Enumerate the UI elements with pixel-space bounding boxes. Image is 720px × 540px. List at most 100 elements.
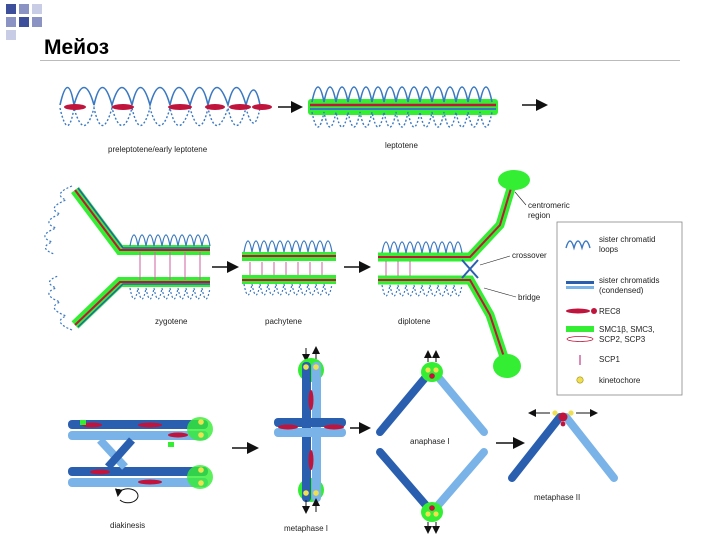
legend-swatch-kinetochore [577,377,583,383]
rec8-segment [112,104,134,110]
rec8-segment [309,450,314,470]
preleptotene-stage: preleptotene/early leptotene [60,88,272,155]
kinetochore [198,480,204,486]
rec8-centromere [429,505,435,511]
rec8-segment [229,104,251,110]
diakinesis-stage: diakinesis [68,417,213,530]
kinetochore [568,410,573,415]
rec8-centromere [559,413,568,422]
label-region: region [528,211,550,220]
legend-loops-2: loops [599,245,618,254]
chromatin-loop [382,242,462,253]
rotation-arrow [118,489,138,503]
sister-chromatid [512,417,560,478]
stage-label-pachytene: pachytene [265,317,302,326]
chromatin-loop [130,235,210,246]
legend-swatch-condensed [566,286,594,289]
kinetochore [425,367,430,372]
sister-chromatid [68,467,208,476]
kinetochore [552,410,557,415]
label-crossover: crossover [512,251,547,260]
rec8-segment [64,104,86,110]
label-centromeric: centromeric [528,201,570,210]
stage-label-metaphase1: metaphase I [284,524,328,533]
stage-label-metaphase2: metaphase II [534,493,580,502]
kinetochore [433,511,438,516]
centromere-cap [493,354,521,378]
axial-element [75,190,210,250]
rec8-segment [278,425,298,430]
chromatin-loop-dotted [60,108,260,126]
rec8-segment [168,104,192,110]
kinetochore [313,490,319,496]
legend-condensed-1: sister chromatids [599,276,659,285]
legend-scp1: SCP1 [599,355,620,364]
anaphase-1-stage: anaphase I [380,352,484,532]
pachytene-stage: pachytene [242,241,336,326]
chromatin-loop [244,241,332,252]
legend: sister chromatid loops sister chromatids… [557,222,682,395]
legend-swatch-rec8 [566,309,590,314]
cohesin-spot [80,420,86,425]
legend-smc-2: SCP2, SCP3 [599,335,646,344]
sister-chromatid [434,372,484,432]
sister-chromatid [68,478,208,487]
pointer-line [480,256,510,265]
sister-chromatid [380,372,430,432]
chromatin-loop-dotted [130,288,210,299]
leptotene-stage: leptotene [308,87,498,150]
kinetochore [198,467,204,473]
legend-smc-1: SMC1β, SMC3, [599,325,655,334]
sister-chromatid [380,452,430,510]
kinetochore [303,490,309,496]
stage-label-preleptotene: preleptotene/early leptotene [108,145,208,154]
stage-label-leptotene: leptotene [385,141,418,150]
kinetochore [198,419,204,425]
legend-rec8: REC8 [599,307,621,316]
sister-chromatid [566,417,614,478]
legend-swatch-rec8 [591,308,597,314]
chromatin-loop [60,88,260,106]
rec8-segment [309,390,314,410]
rec8-centromere [429,373,435,379]
chromatin-loop-dotted [45,186,72,254]
rec8-segment [138,480,162,485]
diplotene-stage: diplotene centromeric region crossover b… [378,170,570,378]
chromatin-loop-dotted [49,276,72,330]
rec8-segment [324,425,344,430]
pointer-line [484,288,516,297]
zygotene-stage: zygotene [45,186,210,330]
label-bridge: bridge [518,293,541,302]
sister-chromatid [434,452,484,510]
legend-swatch-smc [566,326,594,332]
rec8-centromere [561,422,566,427]
chromatin-loop-dotted [382,285,462,296]
stage-label-anaphase1: anaphase I [410,437,450,446]
rec8-segment [90,470,110,475]
stage-label-diakinesis: diakinesis [110,521,145,530]
centromere-cap [421,502,443,522]
chromatin-loop-dotted [244,284,332,295]
centromere-cap [421,362,443,382]
kinetochore [425,511,430,516]
legend-loops-1: sister chromatid [599,235,655,244]
kinetochore [313,364,319,370]
stage-label-zygotene: zygotene [155,317,188,326]
legend-swatch-condensed [566,281,594,284]
kinetochore [198,432,204,438]
rec8-segment [205,104,225,110]
centromere-cap [498,170,530,190]
metaphase-1-stage: metaphase I [274,348,346,533]
pointer-line [515,192,526,205]
rec8-segment [138,423,162,428]
rec8-segment [168,433,188,438]
legend-kinetochore: kinetochore [599,376,641,385]
kinetochore [303,364,309,370]
legend-condensed-2: (condensed) [599,286,644,295]
stage-label-diplotene: diplotene [398,317,431,326]
rec8-segment [252,104,272,110]
metaphase-2-stage: metaphase II [512,410,614,502]
cohesin-spot [168,442,174,447]
axial-element [75,282,210,325]
